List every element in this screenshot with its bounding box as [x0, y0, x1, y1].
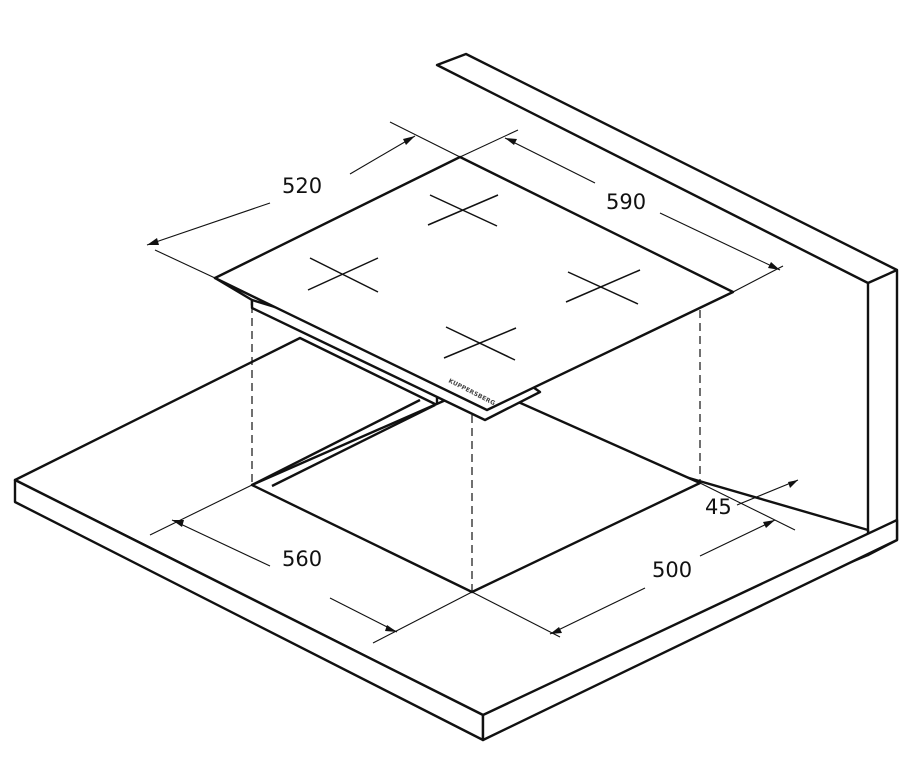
dimension-hob-width: 590 [606, 190, 646, 214]
dimension-cutout-depth: 500 [652, 558, 692, 582]
burner-marks [307, 194, 641, 361]
dimension-cutout-width: 560 [282, 547, 322, 571]
countertop-right-edge [481, 518, 899, 742]
dimension-wall-offset: 45 [705, 495, 732, 519]
dimension-hob-depth: 520 [282, 174, 322, 198]
